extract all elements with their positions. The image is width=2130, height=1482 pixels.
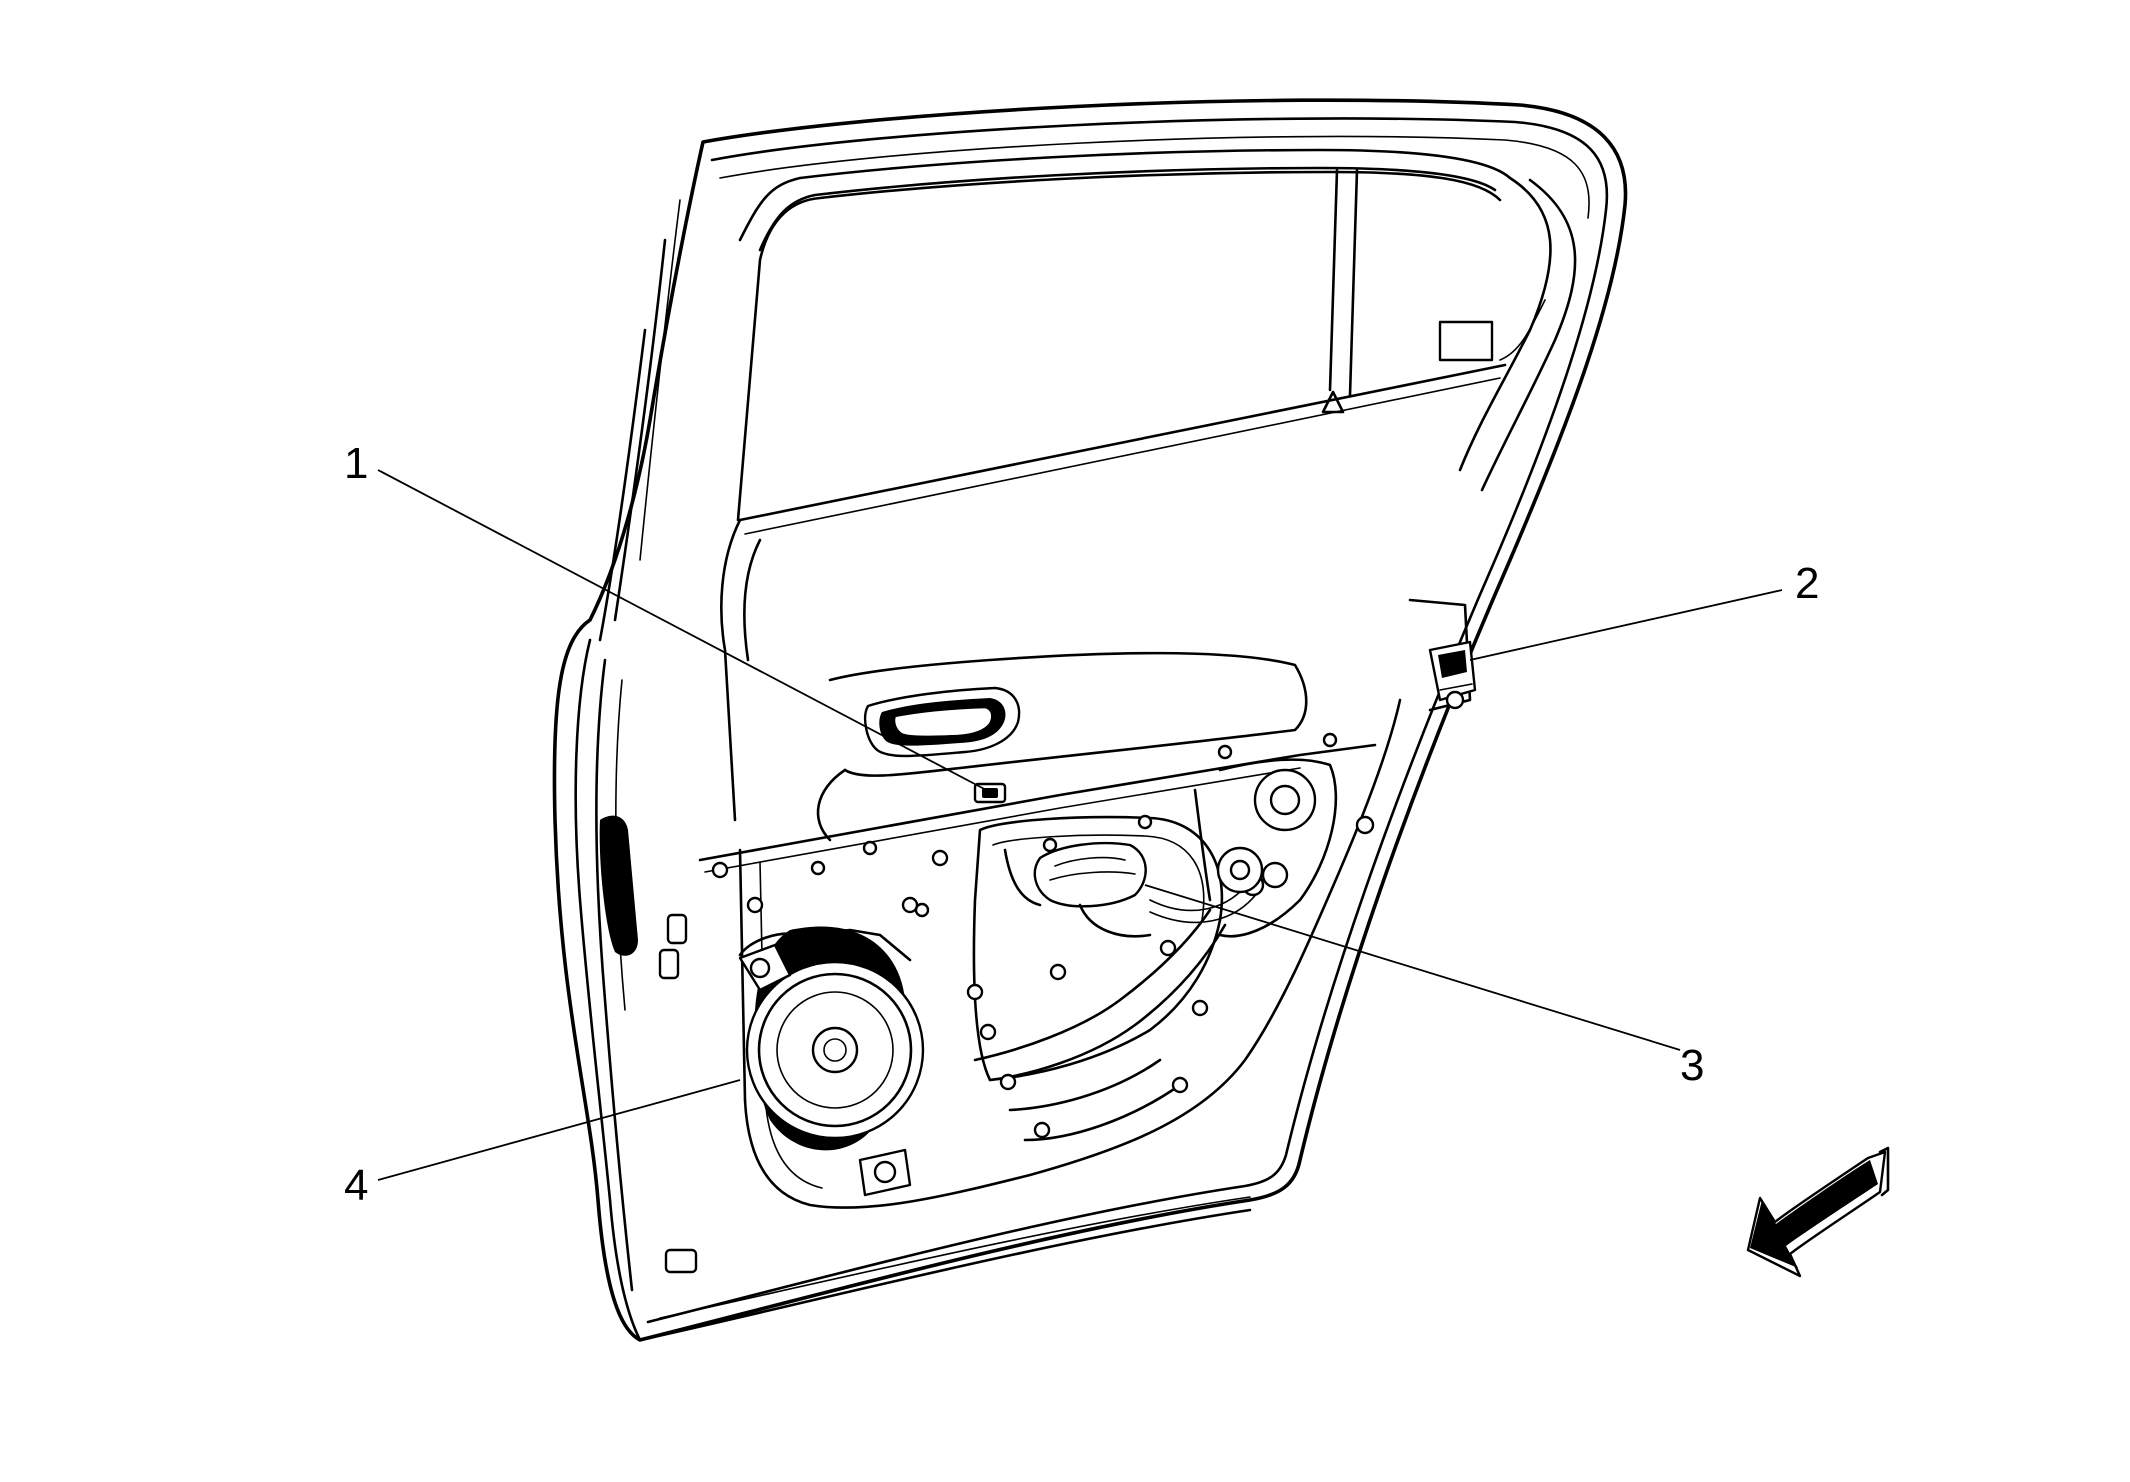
fasteners — [711, 732, 1375, 1139]
window-regulator-motor — [1003, 768, 1317, 938]
leader-line-2 — [1469, 589, 1783, 661]
front-direction-arrow-icon — [1746, 1146, 1890, 1278]
door-speaker — [738, 926, 925, 1197]
door-shell — [552, 98, 1628, 1342]
leader-line-4 — [377, 1079, 741, 1181]
window-frame — [736, 148, 1577, 535]
trim-panel — [698, 518, 1377, 873]
hinge-side-details — [599, 815, 698, 1274]
leader-line-1 — [377, 469, 991, 793]
callout-3: 3 — [1680, 1041, 1704, 1090]
callout-2: 2 — [1795, 559, 1819, 608]
leader-line-3 — [1144, 884, 1681, 1051]
leader-lines — [377, 469, 1783, 1181]
callout-1: 1 — [344, 439, 368, 488]
callout-labels: 1 2 3 4 — [344, 439, 1819, 1210]
door-lock-latch — [1428, 640, 1477, 710]
inner-panel — [738, 598, 1472, 1209]
callout-4: 4 — [344, 1161, 368, 1210]
